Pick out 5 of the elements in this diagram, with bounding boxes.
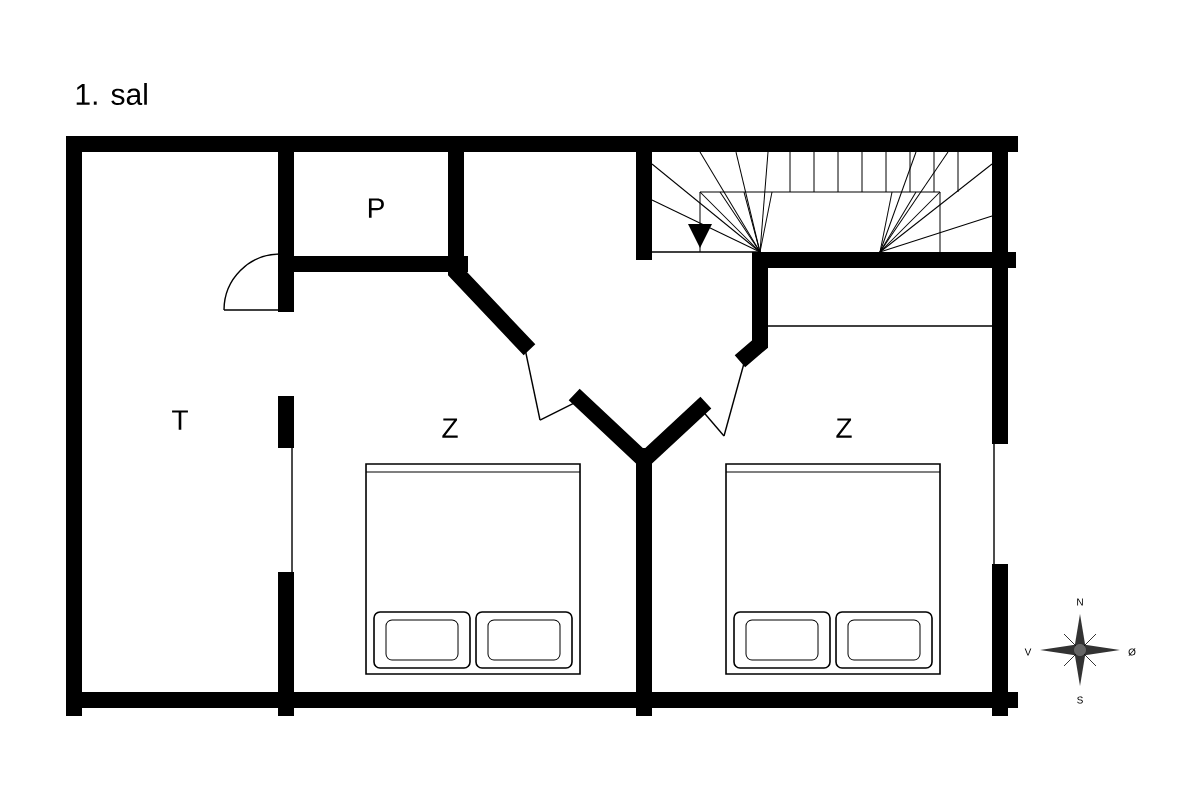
room-label: Z bbox=[442, 418, 458, 438]
room-label: P bbox=[368, 198, 384, 218]
title: 1. sal bbox=[76, 83, 147, 105]
room-label: T bbox=[172, 410, 188, 430]
room-label: Z bbox=[836, 418, 852, 438]
